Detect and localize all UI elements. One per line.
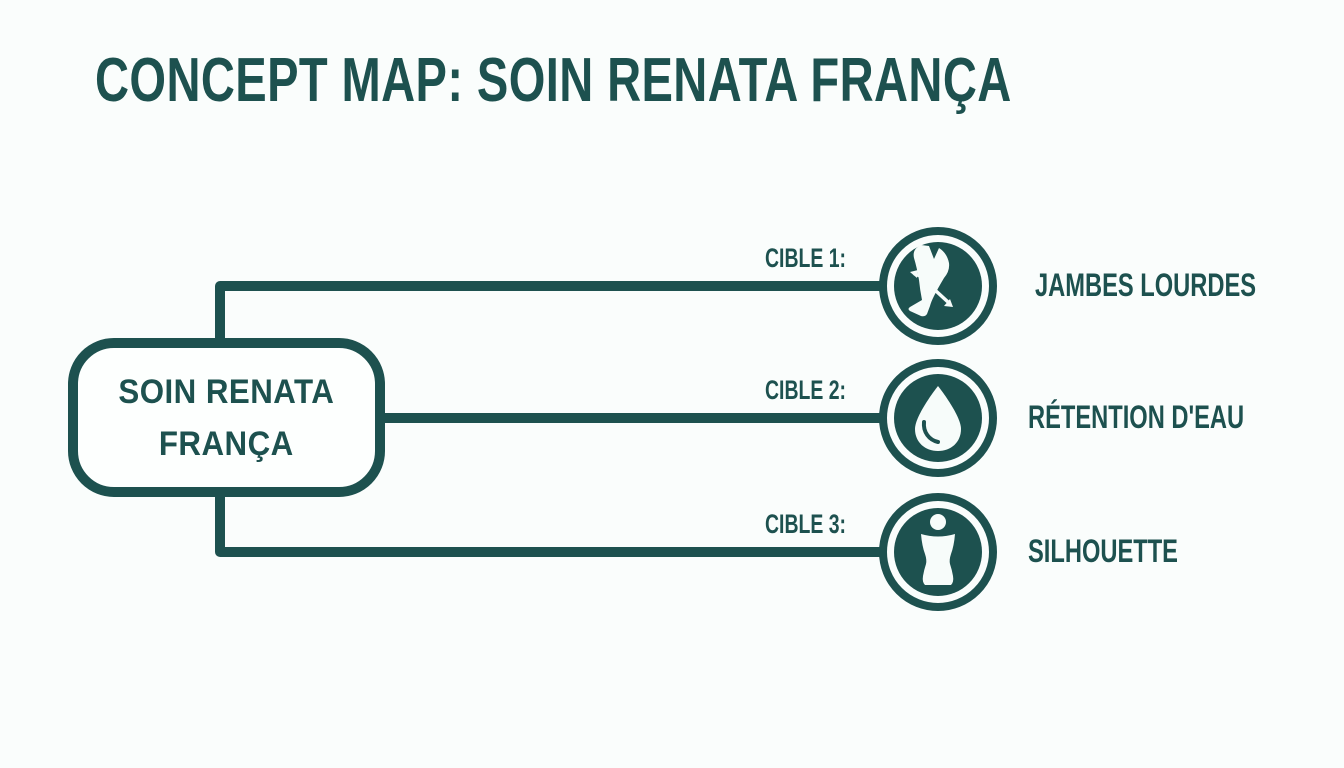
branch-label-cible-2: CIBLE 2: xyxy=(765,377,878,404)
target-label-silhouette: SILHOUETTE xyxy=(1028,534,1231,568)
legs-arrow-right-shaft xyxy=(934,289,950,304)
target-label-retention-eau-text: RÉTENTION D'EAU xyxy=(1028,399,1245,435)
water-drop-badge-ring xyxy=(879,359,997,477)
page-title: CONCEPT MAP: SOIN RENATA FRANÇA xyxy=(95,50,1301,112)
root-node-label-line2: FRANÇA xyxy=(159,424,294,463)
legs-glyph xyxy=(908,245,950,317)
root-node-label-line1: SOIN RENATA xyxy=(118,372,335,411)
page-title-text: CONCEPT MAP: SOIN RENATA FRANÇA xyxy=(95,46,1012,115)
root-node-label: SOIN RENATA FRANÇA xyxy=(109,366,344,470)
legs-icon xyxy=(879,227,997,345)
water-drop-highlight xyxy=(921,420,940,444)
connector-cible-3 xyxy=(215,492,881,557)
branch-label-cible-2-text: CIBLE 2: xyxy=(765,375,847,405)
target-label-jambes-lourdes: JAMBES LOURDES xyxy=(1035,268,1334,302)
branch-label-cible-3-text: CIBLE 3: xyxy=(765,509,847,539)
silhouette-head xyxy=(930,514,946,530)
target-label-retention-eau: RÉTENTION D'EAU xyxy=(1028,400,1320,434)
legs-badge-ring xyxy=(879,227,997,345)
root-node: SOIN RENATA FRANÇA xyxy=(68,338,385,497)
target-label-jambes-lourdes-text: JAMBES LOURDES xyxy=(1035,267,1257,303)
branch-label-cible-1: CIBLE 1: xyxy=(765,245,878,272)
connector-cible-1 xyxy=(215,281,881,344)
silhouette-torso xyxy=(921,534,955,585)
body-silhouette-icon xyxy=(879,493,997,611)
branch-label-cible-1-text: CIBLE 1: xyxy=(765,243,847,273)
water-drop-icon xyxy=(879,359,997,477)
silhouette-badge-ring xyxy=(879,493,997,611)
legs-arrow-right-head xyxy=(944,299,953,307)
target-label-silhouette-text: SILHOUETTE xyxy=(1028,533,1178,569)
branch-label-cible-3: CIBLE 3: xyxy=(765,511,878,538)
legs-arrow-left-head xyxy=(910,270,918,278)
